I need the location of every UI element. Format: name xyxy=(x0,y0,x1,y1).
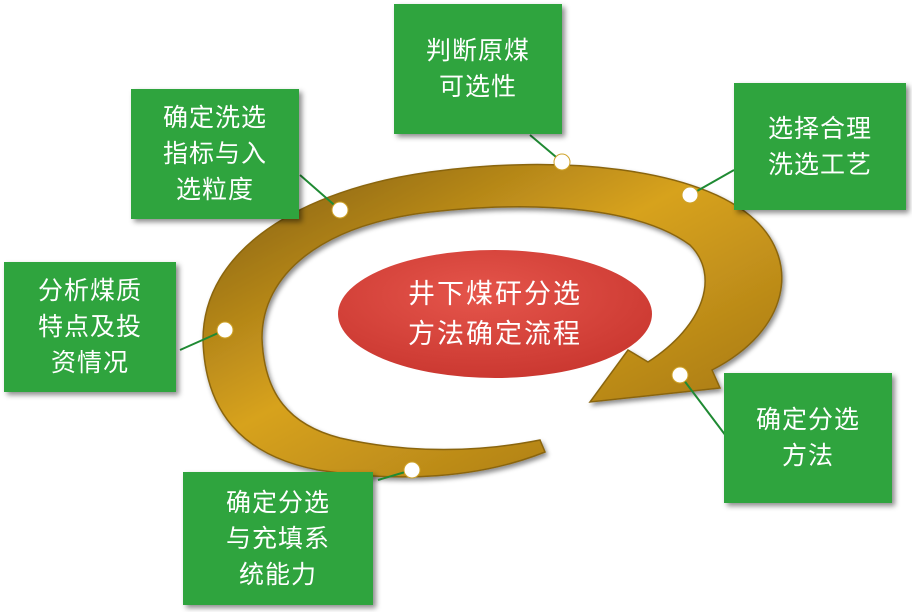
step-line: 分析煤质 xyxy=(37,276,142,305)
connectors xyxy=(179,134,735,481)
step-line: 选粒度 xyxy=(175,175,254,204)
step-box-index: 确定洗选 指标与入 选粒度 xyxy=(131,89,299,219)
node-dot xyxy=(331,201,349,219)
step-line: 确定分选 xyxy=(755,405,860,434)
step-line: 统能力 xyxy=(238,559,317,589)
step-line: 方法 xyxy=(781,441,834,470)
center-title-line: 方法确定流程 xyxy=(408,319,582,350)
step-box-judge: 判断原煤 可选性 xyxy=(394,4,562,134)
node-dot xyxy=(553,153,571,171)
step-line: 指标与入 xyxy=(162,139,267,168)
node-dot xyxy=(681,186,699,204)
step-line: 确定分选 xyxy=(225,487,330,517)
step-line: 与充填系 xyxy=(225,523,330,553)
cycle-arrow xyxy=(202,163,783,478)
step-box-method: 确定分选 方法 xyxy=(724,373,892,503)
center-ellipse xyxy=(338,250,652,378)
step-line: 确定洗选 xyxy=(162,103,267,132)
center-title: 井下煤矸分选 方法确定流程 xyxy=(340,260,650,370)
node-dot xyxy=(671,366,689,384)
step-line: 特点及投 xyxy=(37,312,142,341)
step-line: 洗选工艺 xyxy=(767,149,872,179)
step-line: 选择合理 xyxy=(767,113,872,143)
step-line: 判断原煤 xyxy=(425,36,530,65)
step-box-analysis: 分析煤质 特点及投 资情况 xyxy=(4,262,176,392)
node-dot xyxy=(216,321,234,339)
step-line: 可选性 xyxy=(438,72,517,101)
step-box-filling: 确定分选 与充填系 统能力 xyxy=(183,472,373,605)
center-title-line: 井下煤矸分选 xyxy=(408,279,582,310)
step-box-process: 选择合理 洗选工艺 xyxy=(734,83,906,210)
node-dot xyxy=(403,461,421,479)
step-line: 资情况 xyxy=(50,348,129,377)
